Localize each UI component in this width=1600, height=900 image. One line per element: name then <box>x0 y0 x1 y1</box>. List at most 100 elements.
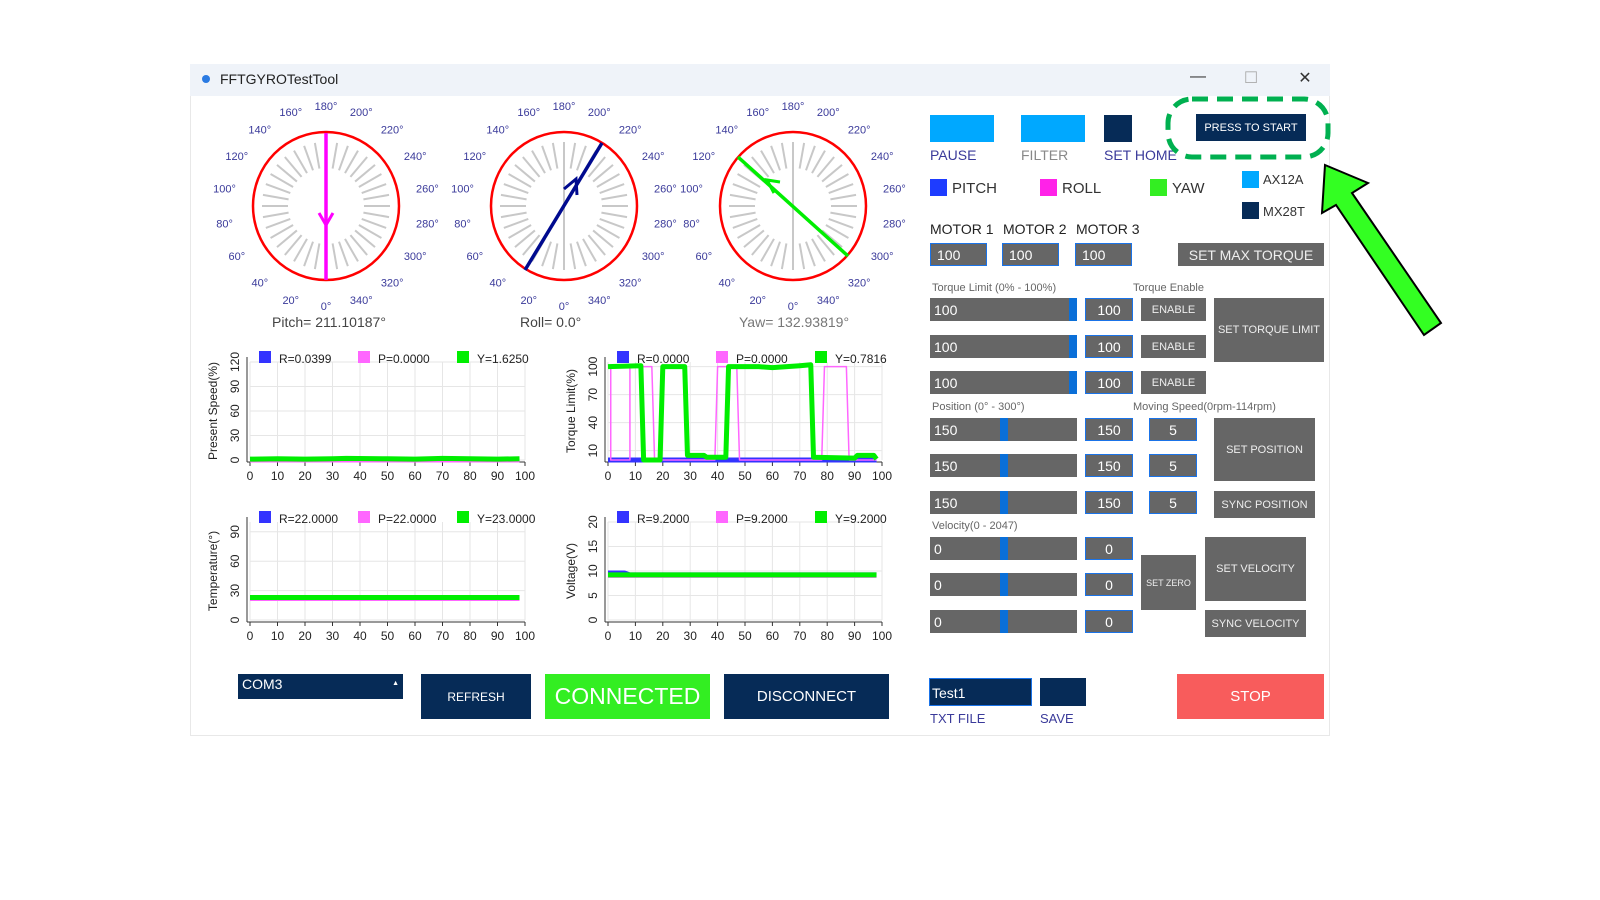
set-home-label: SET HOME <box>1104 147 1177 163</box>
dial-tick-label: 300° <box>871 251 894 263</box>
set-torque-limit-button[interactable]: SET TORQUE LIMIT <box>1214 298 1324 362</box>
dial-tick-label: 320° <box>848 278 871 290</box>
set-max-torque-button[interactable]: SET MAX TORQUE <box>1178 243 1324 266</box>
dial-tick-label: 180° <box>315 101 338 113</box>
pause-button[interactable] <box>930 115 994 142</box>
torque-enable-button-2[interactable]: ENABLE <box>1141 335 1206 358</box>
yaw-readout: Yaw= 132.93819° <box>739 314 850 330</box>
set-velocity-button[interactable]: SET VELOCITY <box>1205 537 1306 601</box>
slider-thumb[interactable] <box>1000 537 1008 560</box>
torque-limit-slider-3[interactable]: 100 <box>930 371 1077 394</box>
dial-tick <box>338 145 349 171</box>
set-position-button[interactable]: SET POSITION <box>1214 418 1315 481</box>
dial-tick-label: 220° <box>848 124 871 136</box>
dial-tick-label: 340° <box>588 295 611 307</box>
dial-tick-label: 160° <box>279 107 302 119</box>
slider-thumb[interactable] <box>1000 610 1008 633</box>
slider-thumb[interactable] <box>1000 454 1008 477</box>
y-tick-label: 5 <box>586 592 600 599</box>
y-axis-label: Present Speed(%) <box>206 362 220 460</box>
sync-velocity-button[interactable]: SYNC VELOCITY <box>1205 610 1306 637</box>
position-slider-3[interactable]: 150 <box>930 491 1077 514</box>
position-slider-2[interactable]: 150 <box>930 454 1077 477</box>
dial-tick <box>331 142 339 169</box>
velocity-input-1[interactable]: 0 <box>1085 537 1133 560</box>
dial-tick <box>363 193 390 201</box>
torque-limit-slider-1[interactable]: 100 <box>930 298 1077 321</box>
dial-tick <box>262 193 289 201</box>
velocity-slider-2[interactable]: 0 <box>930 573 1077 596</box>
minimize-button[interactable]: — <box>1190 68 1206 85</box>
slider-thumb[interactable] <box>1000 491 1008 514</box>
dial-tick <box>805 145 816 171</box>
dial-tick <box>587 156 606 178</box>
dial-tick <box>303 241 314 267</box>
velocity-label: Velocity(0 - 2047) <box>932 520 1018 532</box>
position-input-3[interactable]: 150 <box>1085 491 1133 514</box>
position-slider-1[interactable]: 150 <box>930 418 1077 441</box>
velocity-slider-1[interactable]: 0 <box>930 537 1077 560</box>
velocity-input-3[interactable]: 0 <box>1085 610 1133 633</box>
filter-button[interactable] <box>1021 115 1085 142</box>
slider-thumb[interactable] <box>1069 371 1077 394</box>
dial-tick <box>780 142 788 169</box>
y-tick-label: 120 <box>228 352 242 372</box>
x-tick-label: 40 <box>711 629 725 643</box>
sync-position-button[interactable]: SYNC POSITION <box>1214 491 1315 518</box>
legend-swatch <box>457 351 469 363</box>
filename-input[interactable]: Test1 <box>929 678 1032 706</box>
moving-speed-input-1[interactable]: 5 <box>1149 418 1197 441</box>
motor-1-max-torque-input[interactable]: 100 <box>930 243 987 266</box>
slider-value: 100 <box>934 374 958 391</box>
slider-thumb[interactable] <box>1000 573 1008 596</box>
legend-label: P=0.0000 <box>378 352 430 366</box>
y-tick-label: 60 <box>228 404 242 418</box>
torque-limit-slider-2[interactable]: 100 <box>930 335 1077 358</box>
dial-ring <box>718 130 868 282</box>
motor-3-max-torque-input[interactable]: 100 <box>1075 243 1132 266</box>
legend-label: Y=23.0000 <box>477 512 536 526</box>
position-input-1[interactable]: 150 <box>1085 418 1133 441</box>
moving-speed-input-2[interactable]: 5 <box>1149 454 1197 477</box>
dial-tick <box>541 145 552 171</box>
slider-thumb[interactable] <box>1000 418 1008 441</box>
dial-tick <box>737 173 761 188</box>
torque-limit-input-3[interactable]: 100 <box>1085 371 1133 394</box>
dial-tick <box>514 164 536 183</box>
dial-tick-label: 300° <box>642 251 665 263</box>
position-input-2[interactable]: 150 <box>1085 454 1133 477</box>
stop-button[interactable]: STOP <box>1177 674 1324 719</box>
disconnect-button[interactable]: DISCONNECT <box>724 674 889 719</box>
set-zero-button[interactable]: SET ZERO <box>1141 555 1196 610</box>
refresh-button[interactable]: REFRESH <box>421 674 531 719</box>
motor-2-max-torque-input[interactable]: 100 <box>1002 243 1059 266</box>
dial-tick-label: 80° <box>683 218 700 230</box>
torque-enable-button-3[interactable]: ENABLE <box>1141 371 1206 394</box>
torque-limit-input-2[interactable]: 100 <box>1085 335 1133 358</box>
slider-thumb[interactable] <box>1069 335 1077 358</box>
dial-tick-label: 60° <box>695 251 712 263</box>
velocity-input-2[interactable]: 0 <box>1085 573 1133 596</box>
velocity-slider-3[interactable]: 0 <box>930 610 1077 633</box>
torque-limit-input-1[interactable]: 100 <box>1085 298 1133 321</box>
moving-speed-input-3[interactable]: 5 <box>1149 491 1197 514</box>
maximize-button[interactable]: ☐ <box>1243 70 1259 87</box>
connection-status: CONNECTED <box>545 674 710 719</box>
x-tick-label: 90 <box>848 469 862 483</box>
set-home-button[interactable] <box>1104 115 1132 142</box>
dial-tick <box>363 211 390 219</box>
torque-enable-button-1[interactable]: ENABLE <box>1141 298 1206 321</box>
x-tick-label: 70 <box>793 469 807 483</box>
close-button[interactable]: ✕ <box>1298 70 1312 87</box>
press-to-start-button[interactable]: PRESS TO START <box>1196 114 1306 141</box>
y-tick-label: 70 <box>586 388 600 402</box>
slider-thumb[interactable] <box>1069 298 1077 321</box>
pitch-swatch <box>930 179 947 196</box>
com-port-select[interactable]: COM3 ▲ <box>238 674 403 699</box>
legend-label: P=9.2000 <box>736 512 788 526</box>
legend-swatch <box>259 351 271 363</box>
dial-tick-label: 40° <box>718 278 735 290</box>
dial-tick-label: 120° <box>692 151 715 163</box>
save-button[interactable] <box>1040 678 1086 706</box>
